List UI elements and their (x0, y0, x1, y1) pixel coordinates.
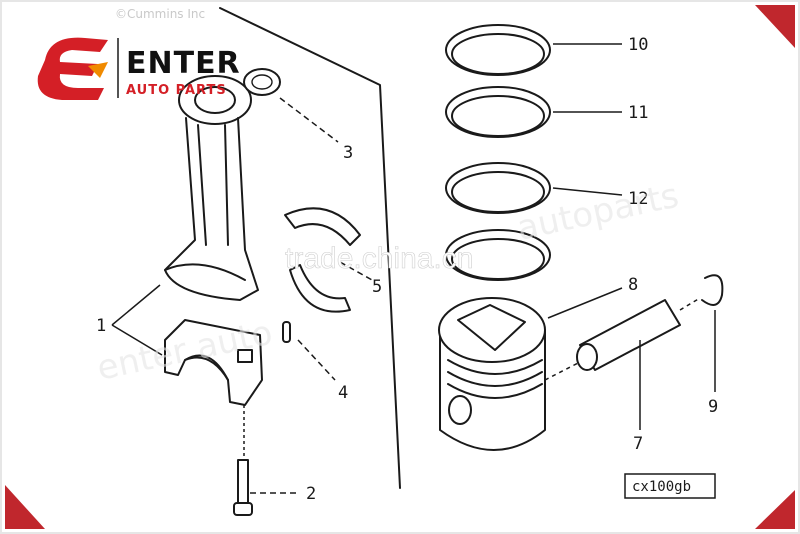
watermark-center: trade.china.cn (285, 242, 473, 275)
piston-rings (445, 24, 551, 281)
corner-triangle-top-right (755, 5, 795, 48)
logo-tagline: AUTO PARTS (126, 83, 227, 98)
callout-leaders (111, 43, 716, 494)
callout-1: 1 (96, 316, 106, 336)
connecting-rod (164, 68, 281, 301)
diagram-code-box (624, 473, 716, 499)
callout-11: 11 (628, 103, 648, 123)
logo-name: ENTER (126, 46, 241, 81)
callout-2: 2 (306, 484, 316, 504)
watermark-diagonal-right: autoparts (514, 176, 683, 249)
callout-5: 5 (372, 277, 382, 297)
bearing-shells (284, 207, 361, 313)
diagram-code: cx100gb (632, 479, 691, 495)
corner-triangle-bottom-left (5, 485, 45, 529)
callout-8: 8 (628, 275, 638, 295)
callout-12: 12 (628, 189, 648, 209)
callout-4: 4 (338, 383, 348, 403)
logo-e-mark-icon (37, 37, 109, 100)
rod-bolt (233, 405, 253, 516)
copyright-watermark: ©Cummins Inc (115, 7, 205, 21)
diagram-plane-line (219, 7, 401, 489)
callout-7: 7 (633, 434, 643, 454)
piston-pin (544, 297, 701, 381)
piston (438, 297, 546, 451)
snap-ring (701, 274, 724, 306)
logo-arrow-icon (88, 62, 108, 78)
callout-9: 9 (708, 397, 718, 417)
rod-cap (164, 319, 263, 406)
corner-triangle-bottom-right (755, 490, 795, 529)
dowel-pin (282, 321, 291, 343)
brand-logo: ENTER AUTO PARTS (37, 37, 241, 100)
callout-3: 3 (343, 143, 353, 163)
callout-10: 10 (628, 35, 648, 55)
